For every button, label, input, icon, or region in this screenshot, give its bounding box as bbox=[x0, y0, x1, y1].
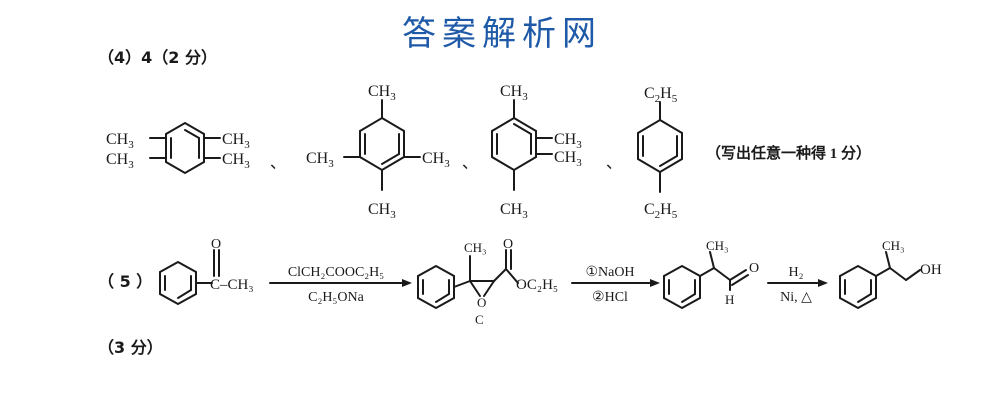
separator: 、 bbox=[606, 155, 622, 172]
watermark-title: 答案解析网 bbox=[402, 14, 602, 54]
c2h5-label: C2H5 bbox=[644, 85, 678, 105]
ch3-label: CH₃ bbox=[464, 240, 487, 255]
oxygen-label: O bbox=[477, 295, 486, 310]
ch3-label: CH3 bbox=[500, 201, 528, 221]
ch3-label: CH3 bbox=[554, 149, 582, 169]
oh-label: OH bbox=[920, 262, 942, 278]
compound-2-phenylpropanol: CH₃ OH bbox=[839, 238, 942, 310]
oxygen-label: O bbox=[749, 261, 759, 276]
separator: 、 bbox=[462, 155, 478, 172]
ch3-label: CH3 bbox=[222, 151, 250, 171]
ch3-label: CH3 bbox=[222, 131, 250, 151]
ch3-label: CH3 bbox=[368, 201, 396, 221]
compound-c-label: C bbox=[475, 312, 484, 327]
ch3-label: CH3 bbox=[500, 83, 528, 103]
ch3-label: CH3 bbox=[422, 150, 450, 170]
reaction-arrow-2: ①NaOH ②HCl bbox=[571, 265, 660, 305]
ch3-label: CH3 bbox=[106, 151, 134, 171]
compound-acetophenone: O C–CH₃ bbox=[159, 237, 254, 306]
hydrogen-label: H bbox=[725, 292, 734, 307]
compound-2-phenylpropanal: CH₃ O H bbox=[663, 238, 759, 310]
reaction-arrow-3: H₂ Ni, △ bbox=[767, 265, 828, 305]
ch3-label: CH₃ bbox=[706, 238, 729, 253]
compound-glycidic-ester: CH₃ O O C OC₂H₅ bbox=[417, 237, 558, 327]
ch3-label: CH3 bbox=[368, 83, 396, 103]
part5-label: （ 5 ） bbox=[98, 272, 153, 291]
oxygen-label: O bbox=[211, 237, 221, 252]
reagent-2-bottom: ②HCl bbox=[592, 290, 628, 305]
c2h5-label: C2H5 bbox=[644, 201, 678, 221]
structure-diethylbenzene-14: C2H5 C2H5 bbox=[637, 85, 683, 221]
ch3-label: CH3 bbox=[306, 150, 334, 170]
oc2h5-label: OC₂H₅ bbox=[516, 277, 558, 293]
part5-score: （3 分） bbox=[98, 338, 163, 357]
structure-tetramethylbenzene-1235: CH3 CH3 CH3 CH3 bbox=[306, 83, 450, 221]
ch3-label: CH3 bbox=[554, 131, 582, 151]
reagent-1-bottom: C₂H₅ONa bbox=[308, 290, 364, 305]
reagent-3-top: H₂ bbox=[789, 265, 804, 280]
reagent-3-bottom: Ni, △ bbox=[780, 290, 812, 305]
structure-tetramethylbenzene-1245: CH3 CH3 CH3 CH3 bbox=[106, 121, 250, 175]
reagent-2-top: ①NaOH bbox=[585, 265, 634, 280]
part4-label: （4）4（2 分） bbox=[98, 48, 217, 67]
oxygen-label: O bbox=[503, 237, 513, 252]
part4-note: （写出任意一种得 1 分） bbox=[706, 144, 871, 162]
structure-tetramethylbenzene-1234: CH3 CH3 CH3 CH3 bbox=[491, 83, 582, 221]
reagent-1-top: ClCH₂COOC₂H₅ bbox=[288, 265, 384, 280]
ch3-label: CH3 bbox=[106, 131, 134, 151]
separator: 、 bbox=[270, 155, 286, 172]
c-ch3-label: C–CH₃ bbox=[210, 277, 254, 293]
ch3-label: CH₃ bbox=[882, 238, 905, 253]
reaction-arrow-1: ClCH₂COOC₂H₅ C₂H₅ONa bbox=[269, 265, 412, 305]
